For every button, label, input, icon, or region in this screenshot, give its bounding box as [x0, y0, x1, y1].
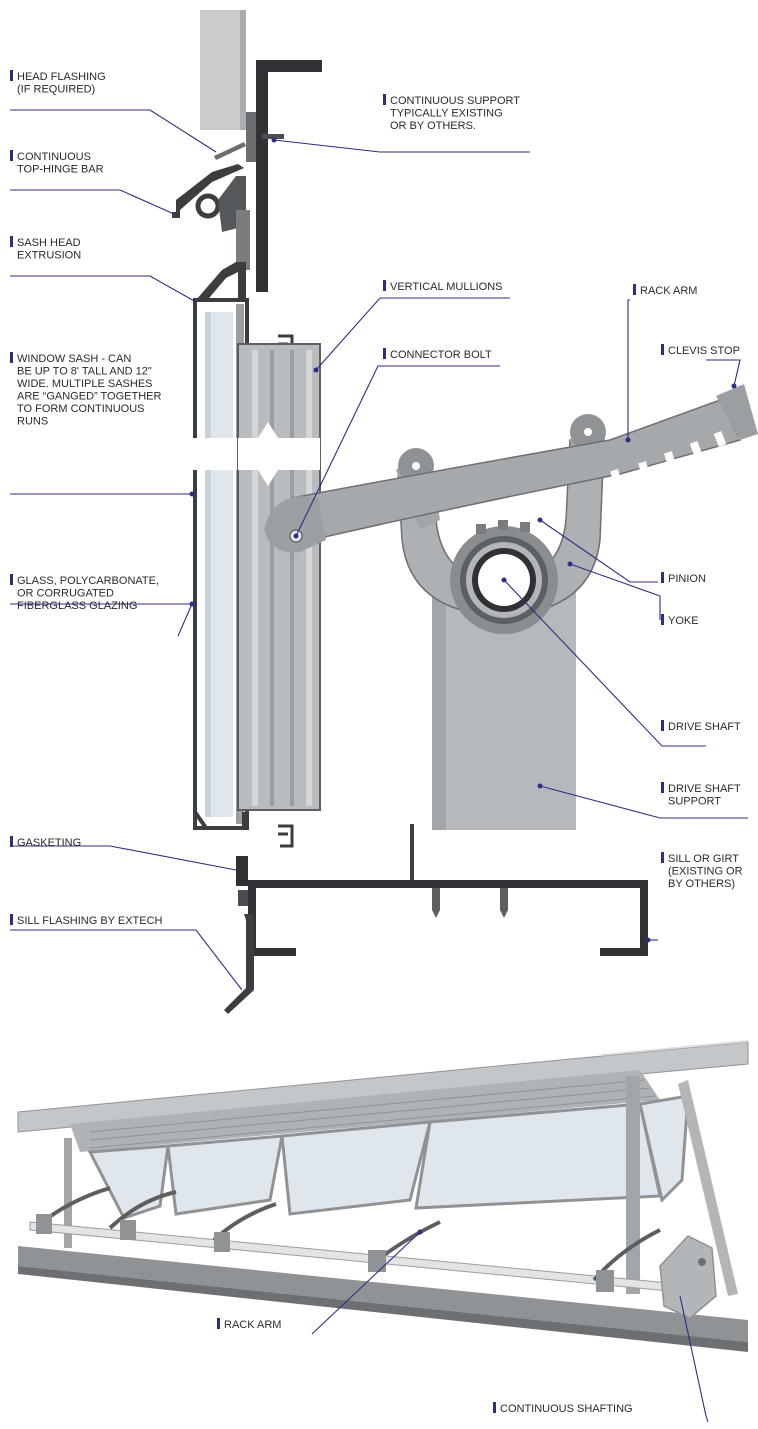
sill-screw	[432, 888, 440, 918]
top-hinge-bar	[172, 164, 244, 218]
label-marker	[10, 70, 13, 81]
label-line: FIBERGLASS GLAZING	[17, 600, 137, 612]
label-yoke: YOKE	[661, 614, 699, 627]
label-marker	[661, 572, 664, 583]
label-line: RACK ARM	[224, 1319, 281, 1331]
label-line: OR BY OTHERS.	[390, 120, 476, 132]
label-marker	[661, 614, 664, 625]
label-marker	[661, 344, 664, 355]
label-continuous-shafting: CONTINUOUS SHAFTING	[493, 1402, 633, 1415]
label-line: WIDE. MULTIPLE SASHES	[17, 378, 153, 390]
label-line: EXTRUSION	[17, 250, 81, 262]
sill-girt-channel	[248, 880, 648, 956]
vertical-mullion	[237, 343, 321, 811]
head-flashing	[214, 142, 246, 160]
label-line: CLEVIS STOP	[668, 345, 740, 357]
label-line: CONTINUOUS SHAFTING	[500, 1403, 633, 1415]
bottom-sill-rail	[18, 1246, 748, 1342]
label-clevis-stop: CLEVIS STOP	[661, 344, 740, 357]
label-marker	[10, 352, 13, 363]
perspective-assembly-drawing	[17, 1040, 749, 1352]
label-line: YOKE	[668, 615, 699, 627]
label-line: ARE “GANGED” TOGETHER	[17, 391, 162, 403]
label-line: OR CORRUGATED	[17, 588, 114, 600]
label-line: (IF REQUIRED)	[17, 84, 95, 96]
label-line: SASH HEAD	[17, 237, 81, 249]
label-marker	[10, 914, 13, 925]
label-marker	[661, 852, 664, 863]
label-marker	[383, 94, 386, 105]
label-marker	[10, 236, 13, 247]
label-line: PINION	[668, 573, 706, 585]
label-line: VERTICAL MULLIONS	[390, 281, 502, 293]
label-rack-arm-bottom: RACK ARM	[217, 1318, 281, 1331]
label-line: SUPPORT	[668, 796, 721, 808]
label-line: RUNS	[17, 416, 48, 428]
support-screw	[262, 134, 284, 139]
label-line: SILL FLASHING BY EXTECH	[17, 915, 163, 927]
top-beam	[17, 1041, 749, 1133]
label-marker	[633, 284, 636, 295]
label-line: GLASS, POLYCARBONATE,	[17, 575, 159, 587]
leader-lines	[10, 109, 748, 1423]
clevis-stop	[716, 384, 758, 440]
label-line: CONTINUOUS SUPPORT	[390, 95, 520, 107]
label-vertical-mullions: VERTICAL MULLIONS	[383, 280, 502, 293]
label-line: BE UP TO 8' TALL AND 12"	[17, 366, 152, 378]
label-rack-arm-top: RACK ARM	[633, 284, 697, 297]
label-line: GASKETING	[17, 837, 81, 849]
label-line: BY OTHERS)	[668, 878, 735, 890]
label-line: RACK ARM	[640, 285, 697, 297]
label-marker	[661, 782, 664, 793]
existing-wall-block	[200, 10, 246, 130]
label-line: TO FORM CONTINUOUS	[17, 403, 145, 415]
gasketing	[236, 856, 248, 886]
label-marker	[383, 348, 386, 359]
label-marker	[493, 1402, 496, 1413]
operator-gearbox	[659, 1235, 717, 1319]
label-pinion: PINION	[661, 572, 706, 585]
label-line: HEAD FLASHING	[17, 71, 106, 83]
label-glazing: GLASS, POLYCARBONATE,OR CORRUGATEDFIBERG…	[10, 574, 159, 612]
leader-dots	[189, 137, 737, 1235]
continuous-support-angle	[256, 60, 322, 292]
rack-arm-clevis	[264, 496, 326, 553]
label-marker	[217, 1318, 220, 1329]
label-line: SILL OR GIRT	[668, 853, 739, 865]
sill-flashing	[224, 914, 254, 1014]
label-gasketing: GASKETING	[10, 836, 81, 849]
label-drive-shaft: DRIVE SHAFT	[661, 720, 741, 733]
label-line: (EXISTING OR	[668, 866, 743, 878]
glass-sash-panes	[87, 1094, 690, 1220]
label-marker	[10, 150, 13, 161]
label-line: TOP-HINGE BAR	[17, 164, 104, 176]
label-marker	[10, 574, 13, 585]
sash-head-extrusion	[196, 262, 246, 304]
label-line: CONTINUOUS	[17, 151, 91, 163]
label-head-flashing: HEAD FLASHING(IF REQUIRED)	[10, 70, 106, 96]
label-marker	[661, 720, 664, 731]
label-line: DRIVE SHAFT	[668, 721, 741, 733]
label-marker	[383, 280, 386, 291]
label-marker	[10, 836, 13, 847]
label-connector-bolt: CONNECTOR BOLT	[383, 348, 492, 361]
label-line: WINDOW SASH - CAN	[17, 353, 131, 365]
label-sill-flashing: SILL FLASHING BY EXTECH	[10, 914, 163, 927]
label-line: CONNECTOR BOLT	[390, 349, 492, 361]
label-line: DRIVE SHAFT	[668, 783, 741, 795]
label-line: TYPICALLY EXISTING	[390, 108, 503, 120]
